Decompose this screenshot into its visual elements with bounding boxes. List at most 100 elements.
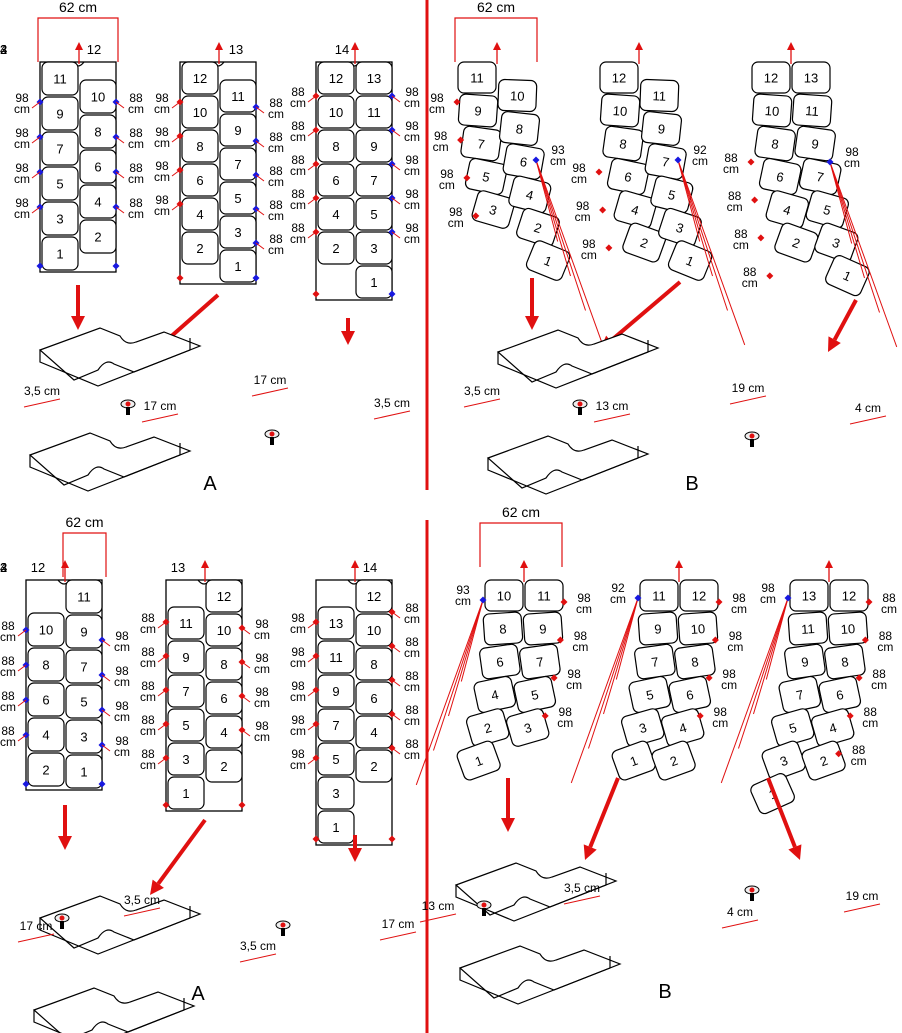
bolt-center	[481, 902, 487, 908]
board-piece: 1	[65, 754, 103, 789]
piece-outline	[79, 184, 117, 219]
dim-unit: cm	[114, 745, 130, 759]
dim-leader	[307, 689, 317, 697]
piece-outline	[498, 111, 541, 146]
curved-column-1-0: 12119753108642193cm98cm98cm98cm98cm	[0, 42, 604, 346]
board-piece: 10	[599, 93, 641, 128]
dim-leader	[115, 136, 125, 144]
pin-arrow-icon	[787, 42, 795, 50]
piece-number: 1	[332, 820, 339, 835]
board-piece: 9	[317, 674, 355, 708]
fan-line	[829, 161, 881, 313]
piece-number: 2	[196, 241, 203, 256]
piece-number: 12	[764, 71, 778, 86]
piece-number: 7	[815, 169, 825, 185]
piece-outline	[79, 149, 117, 184]
dim-leader	[101, 674, 111, 682]
board-piece: 5	[771, 708, 815, 747]
dim-line	[239, 953, 277, 963]
board-piece: 1	[525, 240, 571, 281]
dim-unit: cm	[439, 178, 455, 192]
dim-line	[123, 907, 161, 917]
piece-number: 5	[481, 169, 491, 185]
piece-outline	[667, 240, 713, 281]
piece-outline	[814, 222, 859, 263]
piece-number: 3	[80, 730, 87, 745]
dim-unit: cm	[712, 716, 728, 730]
dim-leader	[157, 655, 167, 663]
piece-outline	[791, 61, 831, 94]
dim-value: 98	[405, 119, 419, 133]
piece-number: 12	[193, 71, 207, 86]
dim-unit: cm	[404, 680, 420, 694]
piece-number: 9	[234, 123, 241, 138]
piece-outline	[471, 190, 515, 229]
dim-leader	[241, 695, 251, 703]
dim-value: 88	[1, 689, 15, 703]
dim-value: 88	[269, 232, 283, 246]
board-piece: 3	[814, 222, 859, 263]
diagonal-arrow	[766, 777, 802, 860]
dim-value: 88	[724, 151, 738, 165]
dim-value: 98	[714, 705, 728, 719]
piece-outline	[355, 715, 393, 749]
piece-outline	[181, 95, 219, 129]
block-dim: 3,5 cm	[240, 939, 276, 953]
piece-number: 7	[476, 136, 485, 152]
board-piece: 3	[506, 708, 550, 747]
dim-line	[729, 395, 767, 405]
board-piece: 4	[473, 675, 517, 714]
arrow-head	[501, 818, 515, 832]
pin-arrow-icon	[201, 560, 209, 568]
column-number: 14	[335, 42, 349, 57]
dim-value: 88	[291, 187, 305, 201]
board-piece: 11	[167, 606, 205, 640]
arrow-head	[150, 879, 164, 895]
dim-leader	[157, 689, 167, 697]
board-piece: 6	[818, 675, 862, 714]
dim-value: 92	[693, 143, 707, 157]
piece-outline	[497, 78, 538, 113]
piece-number: 11	[367, 105, 381, 120]
arrow-head	[58, 836, 72, 850]
dim-line	[419, 913, 457, 923]
board-piece: 1	[167, 776, 205, 810]
block-side-face	[39, 906, 191, 955]
dim-value: 88	[269, 198, 283, 212]
piece-number: 2	[638, 235, 650, 252]
piece-outline	[181, 61, 219, 95]
board-piece: 6	[317, 163, 355, 197]
block-side-face	[33, 998, 185, 1033]
dim-unit: cm	[154, 102, 170, 116]
board-piece: 10	[79, 79, 117, 114]
block-side-face	[497, 340, 649, 389]
lower-block	[458, 945, 622, 1005]
upper-block	[38, 327, 202, 387]
column-number: 13	[229, 42, 243, 57]
piece-outline	[41, 61, 79, 96]
bolt-center	[59, 915, 65, 921]
dim-unit: cm	[140, 758, 156, 772]
dim-value: 98	[567, 667, 581, 681]
dim-value: 98	[729, 629, 743, 643]
board-piece: 13	[355, 61, 393, 95]
piece-outline	[317, 129, 355, 163]
fan-line	[677, 159, 729, 311]
piece-outline	[79, 114, 117, 149]
board-piece: 13	[789, 579, 829, 612]
pin-arrow-icon	[351, 560, 359, 568]
dim-unit: cm	[557, 716, 573, 730]
arrow-shaft	[156, 818, 207, 885]
piece-outline	[789, 579, 829, 612]
piece-outline	[41, 166, 79, 201]
dim-value: 88	[405, 703, 419, 717]
piece-outline	[355, 647, 393, 681]
dim-unit: cm	[404, 612, 420, 626]
board-piece: 8	[482, 611, 524, 646]
dim-unit: cm	[290, 232, 306, 246]
piece-number: 2	[818, 753, 830, 770]
board-piece: 10	[497, 78, 538, 113]
bolt-icon	[572, 399, 588, 415]
piece-number: 5	[234, 191, 241, 206]
curved-column-3-0: 12108642111975393cm98cm98cm98cm98cm	[0, 560, 592, 786]
